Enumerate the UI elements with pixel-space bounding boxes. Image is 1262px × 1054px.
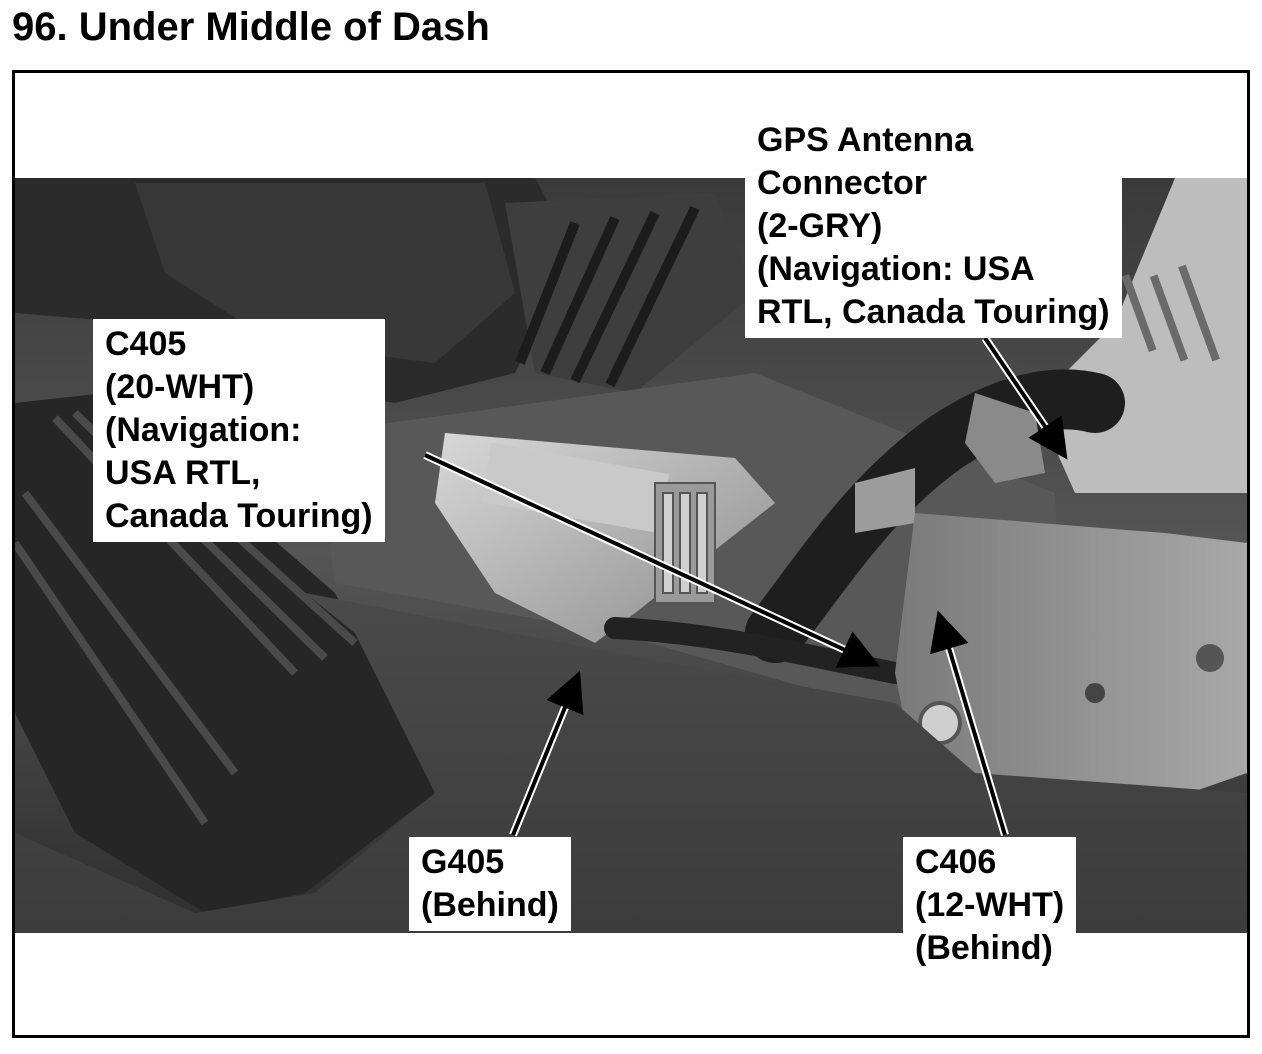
callout-gps-line-4: (Navigation: USA: [757, 250, 1035, 288]
sleeve-print: [1121, 264, 1220, 362]
callout-g405: G405 (Behind): [409, 837, 571, 931]
callout-c406-line-3: (Behind): [915, 929, 1053, 967]
callout-g405-line-1: G405: [421, 843, 505, 881]
figure-frame: C405 (20-WHT) (Navigation: USA RTL, Cana…: [12, 70, 1250, 1038]
callout-c406-line-2: (12-WHT): [915, 886, 1065, 924]
callout-g405-line-2: (Behind): [421, 886, 559, 924]
callout-c406: C406 (12-WHT) (Behind): [903, 837, 1077, 974]
duct: [135, 183, 515, 363]
callout-c406-line-1: C406: [915, 843, 997, 881]
callout-gps-antenna: GPS Antenna Connector (2-GRY) (Navigatio…: [745, 115, 1122, 338]
callout-c405: C405 (20-WHT) (Navigation: USA RTL, Cana…: [93, 319, 385, 542]
callout-c405-line-4: USA RTL,: [105, 454, 261, 492]
callout-gps-line-5: RTL, Canada Touring): [757, 293, 1110, 331]
bracket-bolt-3: [1085, 683, 1105, 703]
boot-ribs: [515, 205, 700, 388]
page-title: 96. Under Middle of Dash: [12, 5, 490, 49]
module-connector: [654, 482, 716, 604]
bracket-bolt-2: [1196, 644, 1224, 672]
callout-gps-line-2: Connector: [757, 164, 927, 202]
callout-c405-line-2: (20-WHT): [105, 368, 255, 406]
callout-gps-line-1: GPS Antenna: [757, 121, 973, 159]
callout-c405-line-5: Canada Touring): [105, 497, 373, 535]
callout-gps-line-3: (2-GRY): [757, 207, 883, 245]
callout-c405-line-3: (Navigation:: [105, 411, 302, 449]
callout-c405-line-1: C405: [105, 325, 187, 363]
